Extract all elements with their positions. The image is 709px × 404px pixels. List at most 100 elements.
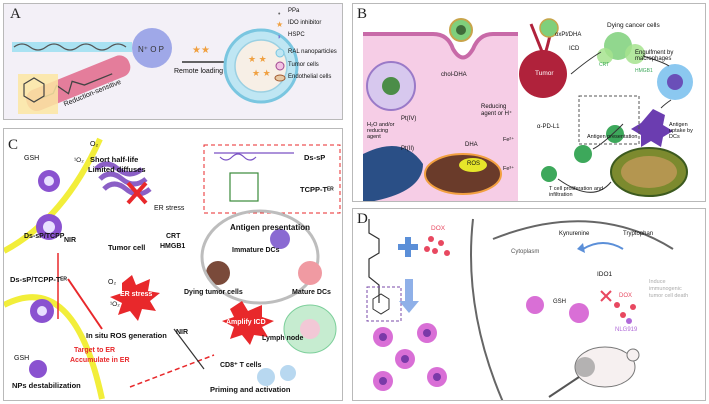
nir-top-label: NIR (64, 237, 77, 244)
singlet-top-label: ¹O₂ (74, 157, 84, 164)
cell-membrane (470, 218, 504, 400)
panel-d-label: D (357, 211, 368, 227)
legend-ppa: PPa (288, 8, 300, 14)
gsh-label: GSH (553, 299, 567, 305)
svg-text:•: • (278, 11, 281, 18)
h2o-label: H₂O and/or reducing agent (367, 122, 395, 140)
dying-tumor-cells-label: Dying tumor cells (184, 289, 243, 296)
singlet-bottom-label: ¹O₂ (110, 301, 120, 308)
nucleus (363, 146, 423, 201)
legend-ral: RAL nanoparticles (288, 49, 337, 55)
panel-d-graphic (366, 218, 674, 400)
o2-bottom-label: O₂ (108, 279, 117, 286)
dox2-label: DOX (619, 293, 633, 299)
chol-dha-label: chol-DHA (441, 72, 467, 78)
legend-hspc: HSPC (288, 32, 305, 38)
panel-c-graphic (4, 137, 341, 400)
hspc-head (132, 28, 172, 68)
immature-dcs-label: Immature DCs (232, 247, 280, 254)
ros-label: ROS (467, 161, 481, 167)
remote-loading-label: Remote loading (174, 68, 224, 75)
fe3-label: Fe³⁺ (503, 166, 515, 172)
pdl1-label: α-PD-L1 (537, 124, 560, 130)
dendritic-cell (631, 109, 673, 147)
dha-label: DHA (465, 142, 478, 148)
cytoplasm-label: Cytoplasm (511, 249, 540, 255)
legend-tcpp-label: TCPP-Tᴱᴿ (300, 185, 334, 194)
crt-label: CRT (166, 233, 181, 240)
o2-top-label: O₂ (90, 141, 99, 148)
tumor-label: Tumor (535, 70, 554, 77)
dssp-tcpp-label: Ds-sP/TCPP (24, 233, 65, 240)
antigen-presentation-label: Antigen presentation (587, 134, 638, 140)
engulfment-label: Engulfment by macrophages (635, 50, 674, 62)
panel-c-label: C (8, 137, 19, 153)
oxpt-dha-label: oxPt/DHA (555, 32, 582, 38)
legend-tumor: Tumor cells (288, 62, 319, 68)
kynurenine-label: Kynurenine (559, 231, 590, 237)
tryptophan-label: Tryptophan (623, 231, 654, 237)
panel-a-graphic: N⁺ O P ★★ ★ ★ ★ ★ • ★ ◗ (12, 11, 299, 114)
hmgb-label: HMGB1 (635, 68, 653, 74)
legend-endothelial: Endothelial cells (288, 74, 332, 80)
ligand-box (366, 286, 402, 322)
fe2-label: Fe²⁺ (503, 137, 515, 143)
icd-label: ICD (569, 46, 580, 52)
reducing-agent-label: Reducing agent or H⁺ (481, 104, 513, 117)
dssp-tcpp-er-label: Ds-sP/TCPP-Tᴱᴿ (10, 275, 67, 284)
syringe (548, 376, 580, 398)
target-er-label: Target to ER (74, 347, 116, 354)
svg-text:★ ★: ★ ★ (248, 54, 267, 64)
short-halflife-label: Short half-life (90, 155, 139, 164)
svg-text:◗: ◗ (277, 32, 282, 41)
panel-c: C GSH O₂ ¹O₂ Short half-life Limited dif… (3, 128, 343, 401)
panel-b: B oxPt/DHA ICD Dying cancer cells Engulf… (352, 3, 706, 202)
svg-text:N⁺ O P: N⁺ O P (138, 45, 164, 54)
in-situ-label: In situ ROS generation (86, 331, 167, 340)
amplify-icd-burst (222, 301, 274, 345)
amplify-icd-label: Amplify ICD (226, 319, 266, 326)
nps-destabilization-label: NPs destabilization (12, 381, 81, 390)
dying-cells-label: Dying cancer cells (607, 22, 660, 29)
mature-dcs-label: Mature DCs (292, 289, 331, 296)
membrane-bottom (4, 294, 105, 400)
panel-a-label: A (10, 6, 21, 22)
accumulate-er-label: Accumulate in ER (70, 357, 130, 364)
svg-text:★★: ★★ (192, 45, 210, 56)
mitochondrion (424, 153, 502, 195)
tumor-mass (519, 50, 567, 98)
ppa-chain (12, 42, 132, 52)
ido1-label: IDO1 (597, 271, 613, 278)
er-stress-top-label: ER stress (154, 205, 185, 212)
er-stress-bottom-label: ER stress (120, 291, 153, 298)
gsh-bottom-label: GSH (14, 355, 30, 362)
crt-label: CRT (599, 62, 610, 68)
t-cell-label: T cell proliferation and infiltration (549, 186, 604, 198)
nlg919-label: NLG919 (615, 327, 638, 333)
limited-diffuses-label: Limited diffuses (88, 165, 146, 174)
lymph-node-label: Lymph node (262, 335, 304, 342)
gsh-top-label: GSH (24, 155, 40, 162)
induce-icd-label: Induce immunogenic tumor cell death (649, 279, 689, 300)
membrane-top (4, 137, 103, 254)
legend-ido: IDO inhibitor (288, 20, 322, 26)
legend-dssp-label: Ds-sP (304, 153, 326, 162)
structure-legend-box (203, 144, 341, 214)
nir-bottom-label: NIR (176, 329, 189, 336)
dox-label: DOX (431, 225, 446, 232)
down-arrow (399, 279, 419, 313)
pt4-label: Pt(IV) (401, 116, 417, 122)
svg-text:★: ★ (276, 20, 283, 29)
panel-a: N⁺ O P ★★ ★ ★ ★ ★ • ★ ◗ A PPa IDO inhibi… (3, 3, 343, 120)
svg-text:★ ★: ★ ★ (252, 68, 271, 78)
antigen-uptake-label: Antigen uptake by DCs (669, 122, 693, 140)
er-stress-burst (110, 275, 160, 321)
cd8-label: CD8⁺ T cells (220, 362, 262, 369)
tumor-cell-label: Tumor cell (108, 243, 146, 252)
hmgb1-label: HMGB1 (160, 243, 186, 250)
panel-b-label: B (357, 6, 368, 22)
panel-d: D DOX Cytoplasm Kynurenine Tryptophan ID… (352, 208, 706, 401)
pt2-label: Pt(II) (401, 146, 414, 152)
priming-label: Priming and activation (210, 385, 291, 394)
antigen-presentation-label: Antigen presentation (230, 223, 311, 232)
